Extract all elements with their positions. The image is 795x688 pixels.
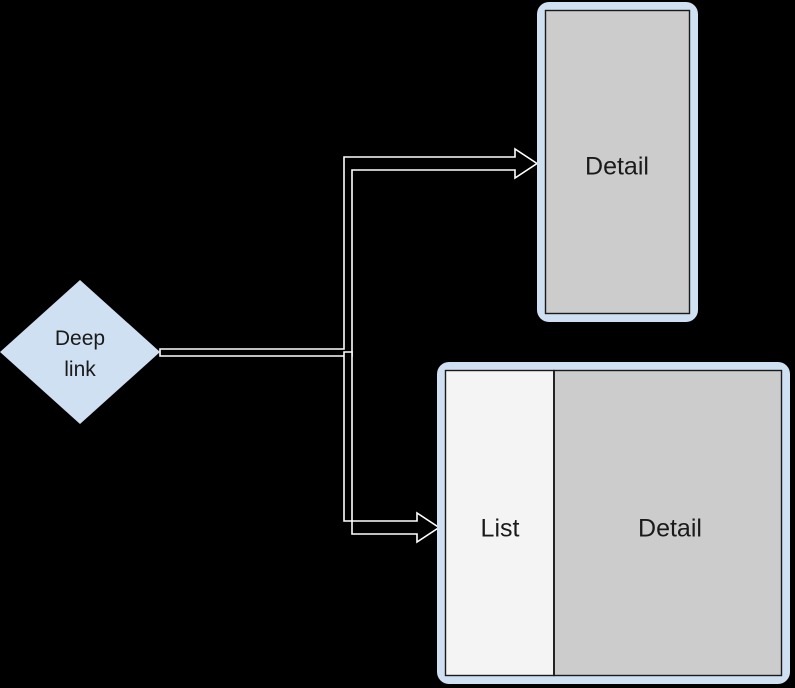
- deep-link-label-line1: Deep: [55, 327, 105, 350]
- node-list-detail[interactable]: List Detail: [437, 362, 790, 684]
- deep-link-label-line2: link: [64, 358, 96, 381]
- edge-deep-link-to-detail[interactable]: [159, 147, 539, 357]
- list-detail-detail-label: Detail: [638, 515, 702, 543]
- node-deep-link[interactable]: Deep link: [0, 280, 160, 424]
- edge-path-upper: [159, 147, 539, 357]
- edge-path-lower: [343, 351, 441, 544]
- edge-deep-link-to-list-detail[interactable]: [343, 351, 441, 544]
- list-detail-detail-pane[interactable]: [553, 369, 783, 677]
- detail-only-label: Detail: [585, 153, 649, 181]
- list-detail-list-pane[interactable]: [444, 369, 555, 677]
- node-detail-only[interactable]: Detail: [537, 2, 698, 322]
- connector-group: [159, 147, 539, 544]
- detail-only-screen: [544, 9, 691, 315]
- deep-link-diamond-shape: [0, 280, 160, 424]
- list-detail-list-label: List: [481, 515, 520, 543]
